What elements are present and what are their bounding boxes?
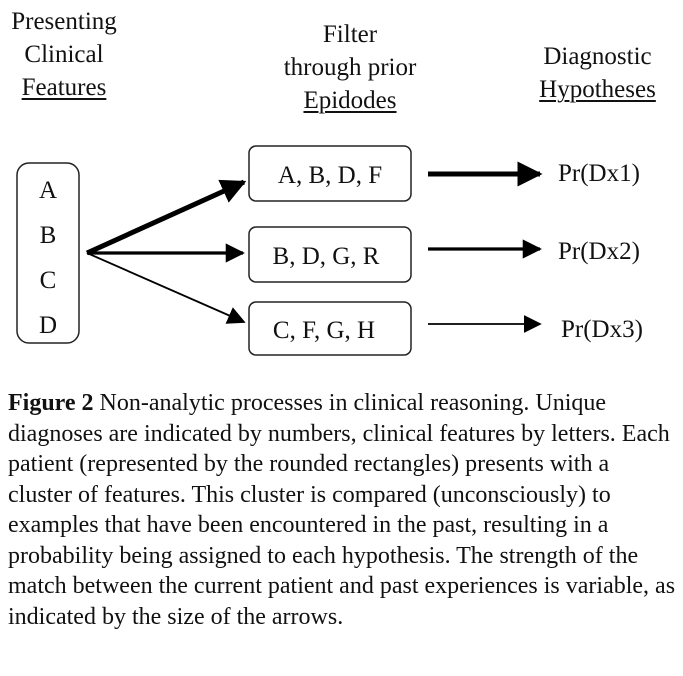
header-presenting-line1: Presenting xyxy=(11,8,117,35)
header-presenting-line3: Features xyxy=(21,74,107,101)
hypothesis-label: Pr(Dx2) xyxy=(558,238,640,265)
episode-box xyxy=(248,145,412,202)
header-filter-episodes: Filter through prior Epidodes xyxy=(265,18,435,117)
feature-label: B xyxy=(40,222,57,249)
feature-label: C xyxy=(40,267,57,294)
feature-label: A xyxy=(39,177,57,204)
reasoning-diagram: A B C D A, B, D, F B, D, G, R C, F, G, H… xyxy=(16,145,643,356)
episode-label: C, F, G, H xyxy=(273,317,375,344)
arrow-weak xyxy=(86,252,246,324)
header-diagnostic-hypotheses: Diagnostic Hypotheses xyxy=(525,40,670,106)
arrow-strong xyxy=(85,179,247,256)
feature-label: D xyxy=(39,312,57,339)
figure-caption: Figure 2 Non-analytic processes in clini… xyxy=(8,388,676,632)
episode-label: A, B, D, F xyxy=(278,162,382,189)
caption-label: Figure 2 xyxy=(8,390,94,416)
episode-box xyxy=(248,301,412,356)
caption-text: Non-analytic processes in clinical reaso… xyxy=(8,390,676,630)
header-filter-line1: Filter xyxy=(322,21,378,48)
hypothesis-label: Pr(Dx1) xyxy=(558,160,640,187)
header-filter-line2: through prior xyxy=(283,54,417,81)
header-filter-line3: Epidodes xyxy=(303,87,397,114)
header-presenting-line2: Clinical xyxy=(24,41,104,68)
patient-box xyxy=(16,162,80,344)
header-diagnostic-line2: Hypotheses xyxy=(539,76,656,103)
episode-label: B, D, G, R xyxy=(273,243,380,270)
episode-box xyxy=(248,226,412,283)
header-diagnostic-line1: Diagnostic xyxy=(543,43,652,70)
hypothesis-label: Pr(Dx3) xyxy=(561,316,643,343)
header-presenting-features: Presenting Clinical Features xyxy=(4,5,124,104)
